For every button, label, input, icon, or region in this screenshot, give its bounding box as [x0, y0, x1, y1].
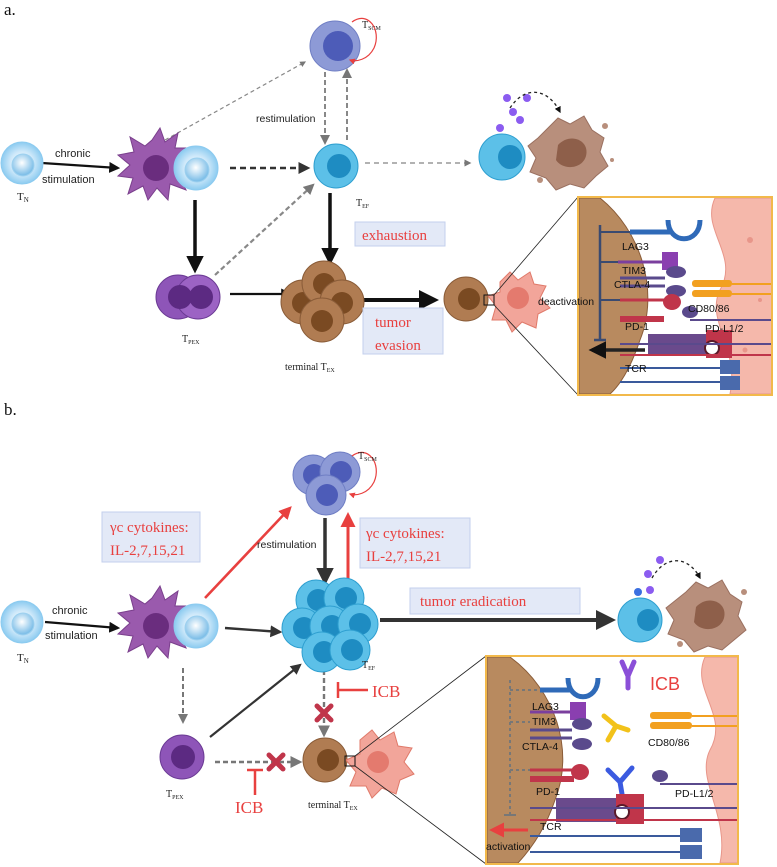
- tumor-evasion-box: [362, 307, 444, 355]
- tn-label-a: TN: [17, 191, 29, 204]
- naive-t-cell-a: [0, 141, 44, 185]
- icb-inhibitor-top-icon: [336, 682, 368, 698]
- cytokines-left-box: [101, 511, 201, 563]
- icb-inhibitor-bottom-icon: [247, 768, 263, 795]
- inset-state-b: activation: [486, 841, 531, 853]
- arrow-tn-to-dc-a: [41, 161, 121, 173]
- tn-label-b: TN: [17, 652, 29, 665]
- block-cross-horizontal-icon: [266, 752, 286, 772]
- arrow-tn-to-dc-b: [44, 620, 121, 633]
- dendritic-cell-a: [116, 126, 194, 202]
- inset-pdl1-a: PD-L1/2: [705, 323, 744, 335]
- tumor-eradication-box: [409, 587, 581, 615]
- tumor-evasion-text-2: evasion: [375, 338, 421, 354]
- cytokines-right-text-2: IL-2,7,15,21: [366, 549, 441, 565]
- tex-label-b: terminal TEX: [308, 800, 358, 812]
- zoom-line-bottom-a: [493, 304, 579, 396]
- tscm-cell-a: [309, 17, 377, 72]
- block-cross-vertical-icon: [314, 703, 334, 723]
- icb-top-label: ICB: [372, 682, 400, 701]
- inset-pd1-a: PD-1: [625, 321, 649, 333]
- restimulation-label-b: restimulation: [257, 539, 317, 551]
- tscm-cluster-b: [292, 451, 377, 516]
- tumor-eradication-text: tumor eradication: [420, 594, 527, 610]
- arrow-dc-to-tscm-a: [164, 61, 307, 141]
- inset-pdl1-b: PD-L1/2: [675, 788, 714, 800]
- zoom-line-top-b: [354, 655, 487, 757]
- chronic-label-a: chronic: [55, 148, 91, 160]
- exhausted-t-cell-with-tumor-a: [443, 271, 551, 333]
- arrow-dc-to-tef-b: [224, 625, 283, 638]
- stimulation-label-b: stimulation: [45, 630, 98, 642]
- cytokines-left-text-1: γc cytokines:: [109, 520, 189, 536]
- arrow-tpex-to-tef-a: [214, 183, 315, 276]
- terminal-tex-with-tumor-b: [302, 729, 415, 799]
- inset-cd80-a: CD80/86: [688, 303, 730, 315]
- tpex-cell-a: [155, 274, 221, 320]
- tef-cell-a: [313, 143, 359, 189]
- inset-state-a: deactivation: [538, 296, 594, 308]
- tef-label-a: TEF: [356, 198, 370, 210]
- inset-pd1-b: PD-1: [536, 786, 560, 798]
- cytokines-right-text-1: γc cytokines:: [365, 526, 445, 542]
- tpex-label-b: TPEX: [166, 789, 184, 801]
- terminal-tex-cluster-a: [280, 260, 365, 343]
- tex-label-a: terminal TEX: [285, 362, 335, 374]
- inset-lag3-b: LAG3: [532, 701, 559, 713]
- restimulation-label-a: restimulation: [256, 113, 316, 125]
- exhaustion-text: exhaustion: [362, 228, 427, 244]
- stimulation-label-a: stimulation: [42, 174, 95, 186]
- panel-b-label: b.: [4, 400, 17, 419]
- contact-t-cell-a: [173, 145, 219, 191]
- tpex-label-a: TPEX: [182, 334, 200, 346]
- tpex-cell-b: [159, 734, 205, 780]
- arrow-tpex-to-tef-b: [209, 663, 302, 738]
- icb-bottom-label: ICB: [235, 798, 263, 817]
- naive-t-cell-b: [0, 600, 44, 644]
- inset-icb-b: ICB: [650, 674, 680, 694]
- tscm-label-a: TSCM: [362, 20, 381, 32]
- inset-ctla4-a: CTLA-4: [614, 279, 650, 291]
- chronic-label-b: chronic: [52, 605, 88, 617]
- tumor-evasion-text-1: tumor: [375, 315, 411, 331]
- inset-lag3-a: LAG3: [622, 241, 649, 253]
- exhaustion-box: [354, 221, 446, 247]
- effector-killing-tumor-a: [478, 91, 614, 191]
- panel-a-label: a.: [4, 0, 16, 19]
- tef-label-b: TEF: [362, 660, 376, 672]
- effector-killing-tumor-b: [617, 556, 747, 653]
- contact-t-cell-b: [173, 603, 219, 649]
- inset-panel-b: [485, 655, 739, 865]
- cytokines-left-text-2: IL-2,7,15,21: [110, 543, 185, 559]
- arrow-dc-to-tscm-b: [204, 506, 292, 599]
- dendritic-cell-b: [116, 584, 194, 660]
- inset-panel-a: [577, 196, 773, 396]
- zoom-line-bottom-b: [354, 765, 487, 865]
- zoom-line-top-a: [493, 196, 579, 296]
- tscm-label-b: TSCM: [358, 451, 377, 463]
- inset-cd80-b: CD80/86: [648, 737, 690, 749]
- tef-cluster-b: [281, 577, 379, 673]
- inset-tim3-a: TIM3: [622, 265, 646, 277]
- cytokines-right-box: [359, 517, 471, 569]
- inset-tcr-b: TCR: [540, 821, 562, 833]
- inset-ctla4-b: CTLA-4: [522, 741, 558, 753]
- inset-tim3-b: TIM3: [532, 716, 556, 728]
- inset-tcr-a: TCR: [625, 363, 647, 375]
